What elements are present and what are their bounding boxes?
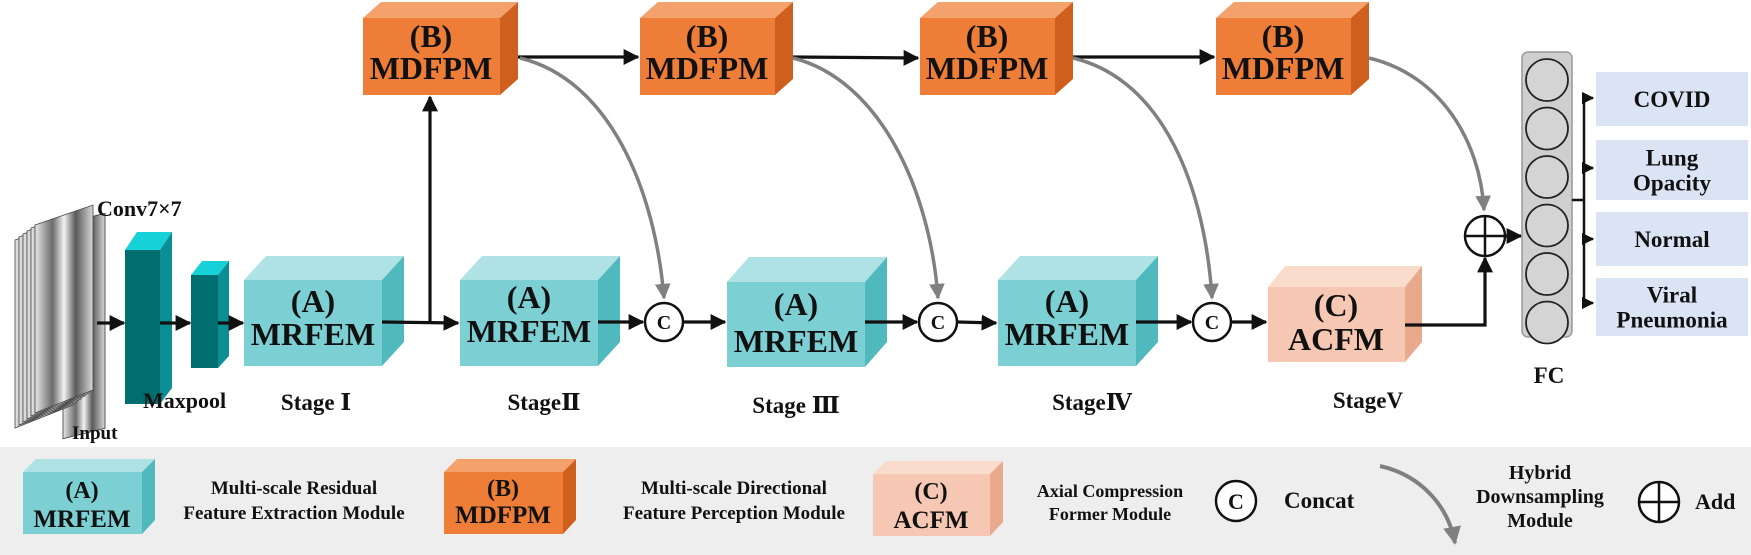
fc-neuron (1525, 252, 1569, 296)
stage4-name: MRFEM (1005, 316, 1129, 352)
legend-add-symbol (1637, 480, 1681, 524)
stage4-mrfem-box: (A) MRFEM (998, 256, 1158, 366)
class-label: Viral (1647, 283, 1697, 308)
stage3-mrfem-box: (A) MRFEM (727, 257, 887, 367)
fc-neuron (1525, 300, 1569, 345)
stage5-label: StageV (1333, 388, 1404, 413)
input-slice (34, 204, 94, 414)
stage3-letter: (A) (774, 286, 818, 322)
class-connector (1572, 91, 1595, 310)
legend-c-desc-1: Axial Compression (1037, 481, 1183, 501)
legend-b-desc-1: Multi-scale Directional (641, 478, 827, 499)
class-box-bg (1596, 278, 1748, 336)
class-label: Lung (1646, 146, 1699, 171)
stage3-label: Stage Ⅲ (752, 393, 839, 418)
fc-neuron (1525, 155, 1569, 199)
legend-a-name: MRFEM (33, 506, 130, 533)
legend-mdfpm-box: (B) MDFPM (444, 459, 576, 534)
legend-b-desc-2: Feature Perception Module (623, 503, 845, 524)
fc-nodes (1525, 58, 1569, 345)
maxpool-block (191, 261, 229, 368)
stage5-acfm-box: (C) ACFM (1268, 266, 1422, 362)
legend-b-letter: (B) (487, 476, 519, 502)
class-box-bg (1596, 72, 1748, 126)
legend-c-desc-2: Former Module (1049, 504, 1171, 524)
legend-mrfem-box: (A) MRFEM (23, 459, 155, 534)
mdfpm1-letter: (B) (410, 18, 453, 54)
legend-curve-arrow (1379, 464, 1461, 545)
legend-a-desc-1: Multi-scale Residual (211, 478, 377, 499)
fc-neuron (1525, 106, 1569, 151)
class-box: Normal (1596, 212, 1748, 266)
maxpool-label: Maxpool (143, 388, 226, 413)
legend-add-label: Add (1695, 489, 1735, 514)
concat2-symbol: C (931, 312, 945, 334)
legend-a-letter: (A) (65, 478, 98, 504)
stage2-letter: (A) (507, 279, 551, 315)
input-slices (14, 204, 94, 429)
mdfpm4-name: MDFPM (1222, 50, 1345, 86)
legend-concat-letter: C (1228, 489, 1244, 514)
stage1-letter: (A) (291, 283, 335, 319)
concat3-symbol: C (1205, 312, 1219, 334)
conv-label: Conv7×7 (97, 196, 182, 221)
class-label: Normal (1634, 227, 1709, 252)
legend-c-name: ACFM (894, 507, 969, 534)
stage1-name: MRFEM (251, 316, 375, 352)
fc-label: FC (1534, 363, 1565, 388)
mdfpm-box-1: (B) MDFPM (363, 2, 518, 95)
fc-layer (1521, 51, 1573, 345)
stage2-mrfem-box: (A) MRFEM (460, 256, 620, 366)
flow-arrows (97, 49, 1523, 331)
stage4-letter: (A) (1045, 283, 1089, 319)
class-label: COVID (1634, 87, 1711, 112)
stage2-label: StageⅡ (507, 390, 580, 415)
mdfpm-box-3: (B) MDFPM (920, 2, 1073, 95)
class-box-bg (1596, 212, 1748, 266)
concat1-symbol: C (657, 312, 671, 334)
concat-node-3: C (1191, 301, 1233, 343)
stage5-name: ACFM (1288, 321, 1384, 357)
mdfpm3-letter: (B) (966, 18, 1009, 54)
mdfpm4-letter: (B) (1262, 18, 1305, 54)
stage4-label: StageⅣ (1052, 390, 1133, 415)
class-box-bg (1596, 140, 1748, 200)
stage2-name: MRFEM (467, 313, 591, 349)
class-label: Opacity (1633, 171, 1711, 196)
legend-hybrid-2: Downsampling (1476, 486, 1604, 508)
legend-concat-symbol: C (1214, 479, 1258, 523)
fc-neuron (1525, 58, 1569, 102)
legend-concat-label: Concat (1284, 488, 1355, 513)
input-label: Input (72, 423, 118, 444)
legend-c-letter: (C) (914, 479, 947, 505)
conv7x7-block (125, 232, 172, 404)
legend-acfm-box: (C) ACFM (873, 461, 1003, 536)
add-node (1463, 214, 1507, 258)
mdfpm2-letter: (B) (686, 18, 729, 54)
legend-hybrid-3: Module (1507, 510, 1573, 532)
concat-node-1: C (643, 301, 685, 343)
legend-hybrid-1: Hybrid (1509, 462, 1571, 484)
stage1-label: Stage Ⅰ (281, 390, 351, 415)
mdfpm-box-2: (B) MDFPM (640, 2, 793, 95)
mdfpm-box-4: (B) MDFPM (1216, 2, 1369, 95)
mdfpm2-name: MDFPM (646, 50, 769, 86)
legend: (A) MRFEM Multi-scale Residual Feature E… (0, 447, 1751, 555)
stage1-mrfem-box: (A) MRFEM (244, 256, 404, 366)
fc-neuron (1525, 203, 1569, 248)
legend-a-desc-2: Feature Extraction Module (183, 503, 404, 524)
stage3-name: MRFEM (734, 323, 858, 359)
downsampling-curves (519, 56, 1492, 300)
mdfpm1-name: MDFPM (370, 50, 493, 86)
class-box: COVID (1596, 72, 1748, 126)
legend-b-name: MDFPM (455, 502, 551, 529)
class-label: Pneumonia (1616, 308, 1728, 333)
concat-node-2: C (917, 301, 959, 343)
mdfpm3-name: MDFPM (926, 50, 1049, 86)
stage5-letter: (C) (1314, 287, 1358, 323)
